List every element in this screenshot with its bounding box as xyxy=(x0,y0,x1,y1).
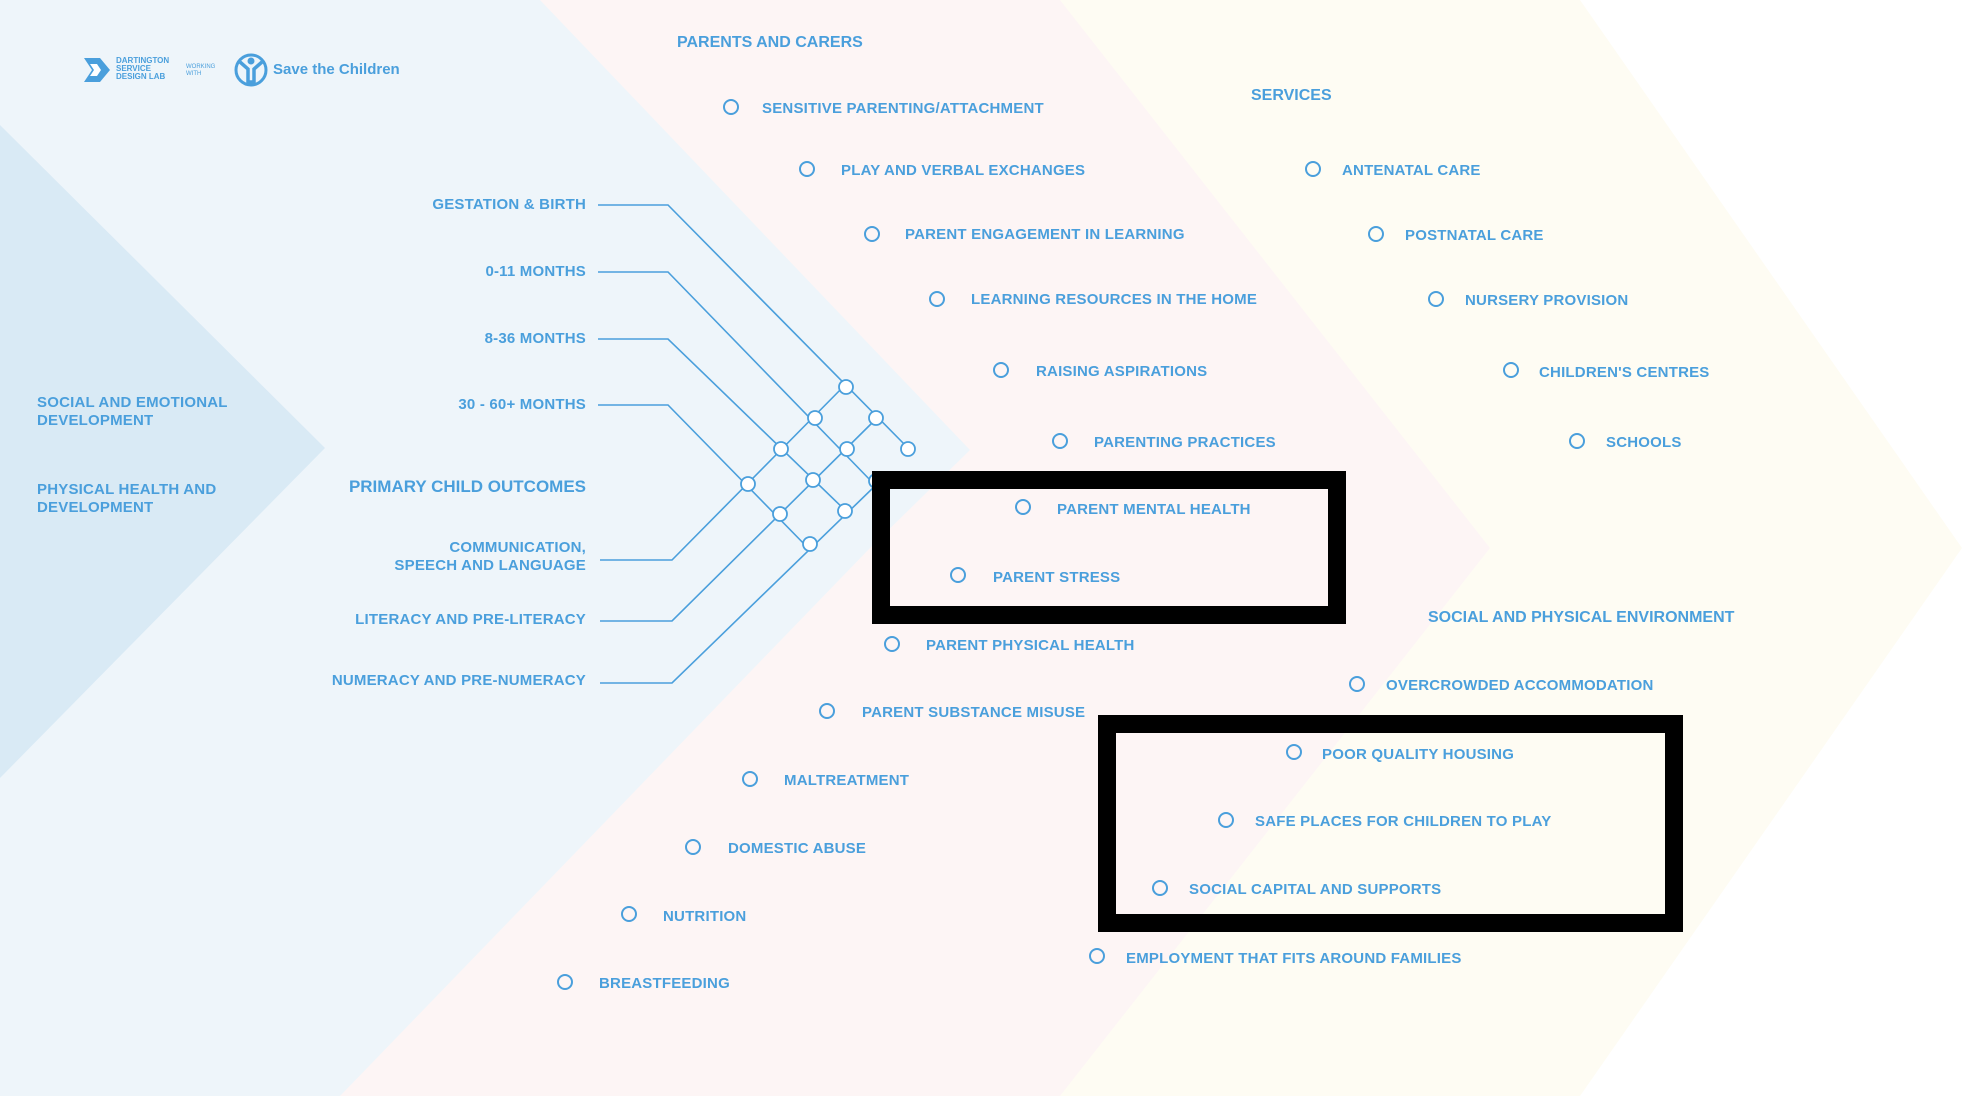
service-postnatal: POSTNATAL CARE xyxy=(1405,227,1544,244)
bullet-icon xyxy=(742,771,758,787)
stage-30-60-months: 30 - 60+ MONTHS xyxy=(458,396,586,413)
env-social-capital: SOCIAL CAPITAL AND SUPPORTS xyxy=(1189,881,1442,898)
factor-play-verbal: PLAY AND VERBAL EXCHANGES xyxy=(841,162,1086,179)
bullet-icon xyxy=(1503,362,1519,378)
bullet-icon xyxy=(1368,226,1384,242)
env-overcrowded: OVERCROWDED ACCOMMODATION xyxy=(1386,677,1654,694)
env-employment: EMPLOYMENT THAT FITS AROUND FAMILIES xyxy=(1126,950,1462,967)
factor-maltreatment: MALTREATMENT xyxy=(784,772,910,789)
bullet-icon xyxy=(819,703,835,719)
save-the-children-logo-text: Save the Children xyxy=(273,61,400,78)
highlight-box-housing xyxy=(1098,715,1683,932)
factor-parent-engagement: PARENT ENGAGEMENT IN LEARNING xyxy=(905,226,1185,243)
bullet-icon xyxy=(557,974,573,990)
bullet-icon xyxy=(621,906,637,922)
factor-parent-substance-misuse: PARENT SUBSTANCE MISUSE xyxy=(862,704,1086,721)
factor-raising-aspirations: RAISING ASPIRATIONS xyxy=(1036,363,1208,380)
factor-breastfeeding: BREASTFEEDING xyxy=(599,975,730,992)
stage-gestation: GESTATION & BIRTH xyxy=(432,196,586,213)
factor-learning-resources: LEARNING RESOURCES IN THE HOME xyxy=(971,291,1258,308)
primary-outcomes-heading: PRIMARY CHILD OUTCOMES xyxy=(348,477,586,496)
outcome-literacy: LITERACY AND PRE-LITERACY xyxy=(355,611,586,628)
factor-parent-physical-health: PARENT PHYSICAL HEALTH xyxy=(926,637,1135,654)
stage-0-11-months: 0-11 MONTHS xyxy=(485,263,586,280)
outcome-numeracy: NUMERACY AND PRE-NUMERACY xyxy=(331,672,586,689)
dartington-logo-text: DARTINGTON SERVICE DESIGN LAB xyxy=(116,56,170,81)
bullet-icon xyxy=(1569,433,1585,449)
factor-domestic-abuse: DOMESTIC ABUSE xyxy=(728,840,867,857)
service-childrens-centres: CHILDREN'S CENTRES xyxy=(1539,364,1710,381)
factor-parent-stress: PARENT STRESS xyxy=(993,569,1121,586)
bullet-icon xyxy=(1218,812,1234,828)
bullet-icon xyxy=(685,839,701,855)
bullet-icon xyxy=(1052,433,1068,449)
bullet-icon xyxy=(884,636,900,652)
stage-8-36-months: 8-36 MONTHS xyxy=(484,330,586,347)
bullet-icon xyxy=(1089,948,1105,964)
bullet-icon xyxy=(1152,880,1168,896)
service-nursery: NURSERY PROVISION xyxy=(1465,292,1629,309)
service-schools: SCHOOLS xyxy=(1606,434,1682,451)
factor-parent-mental-health: PARENT MENTAL HEALTH xyxy=(1057,501,1251,518)
social-emotional-label: SOCIAL AND EMOTIONAL DEVELOPMENT xyxy=(37,394,228,429)
bullet-icon xyxy=(799,161,815,177)
bullet-icon xyxy=(929,291,945,307)
dartington-logo-icon xyxy=(84,58,110,82)
highlight-box-parent-wellbeing xyxy=(872,471,1346,624)
working-with-text: WORKING WITH xyxy=(186,64,216,77)
bullet-icon xyxy=(950,567,966,583)
bullet-icon xyxy=(1015,499,1031,515)
bullet-icon xyxy=(864,226,880,242)
factor-parenting-practices: PARENTING PRACTICES xyxy=(1094,434,1276,451)
env-safe-places: SAFE PLACES FOR CHILDREN TO PLAY xyxy=(1255,813,1552,830)
bullet-icon xyxy=(993,362,1009,378)
bullet-icon xyxy=(1286,744,1302,760)
bullet-icon xyxy=(723,99,739,115)
services-heading: SERVICES xyxy=(1251,87,1332,104)
bullet-icon xyxy=(1349,676,1365,692)
env-poor-housing: POOR QUALITY HOUSING xyxy=(1322,746,1515,763)
save-the-children-logo-icon xyxy=(234,53,268,87)
outcome-communication: COMMUNICATION, SPEECH AND LANGUAGE xyxy=(394,539,586,574)
parents-carers-heading: PARENTS AND CARERS xyxy=(677,34,863,51)
bullet-icon xyxy=(1428,291,1444,307)
service-antenatal: ANTENATAL CARE xyxy=(1342,162,1481,179)
factor-sensitive-parenting: SENSITIVE PARENTING/ATTACHMENT xyxy=(762,100,1044,117)
environment-heading: SOCIAL AND PHYSICAL ENVIRONMENT xyxy=(1428,609,1735,626)
physical-health-label: PHYSICAL HEALTH AND DEVELOPMENT xyxy=(37,481,217,516)
bullet-icon xyxy=(1305,161,1321,177)
factor-nutrition: NUTRITION xyxy=(663,908,747,925)
